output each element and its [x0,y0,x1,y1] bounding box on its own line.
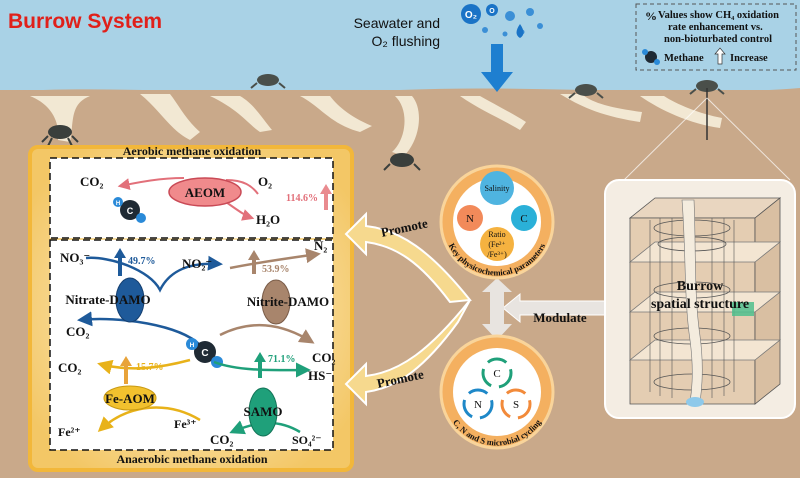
crab-2 [250,74,286,89]
feaom-fe2: Fe²⁺ [58,425,81,439]
o-bubble-label: O [489,8,495,15]
feaom-label: Fe-AOM [105,391,155,406]
aeom-methane-h: H [116,201,120,207]
nitrate-no3: NO₃⁻ [60,250,90,265]
feaom-co2-arc [97,358,191,375]
nitrate-damo-label: Nitrate-DAMO [65,292,150,307]
physchem-cycling-link [482,278,512,340]
nitrite-damo-label: Nitrite-DAMO [247,294,329,309]
samo-hs: HS⁻ [308,368,332,383]
feaom-node [103,385,157,411]
feaom-fe3: Fe³⁺ [174,417,197,431]
samo-increase-arrow-icon [254,352,266,378]
legend-line1: Values show CH₄ oxidation [658,10,779,21]
samo-label: SAMO [244,404,283,419]
surface-burrows [30,94,722,156]
aeom-h2o: H₂O [256,212,280,227]
samo-co2: CO₂ [210,432,234,447]
nitrite-no2: NO₂⁻ [182,256,212,271]
physchem-ratio-line3: /Fe³⁺) [487,250,507,259]
physchem-n: N [466,213,474,225]
samo-node [248,387,278,437]
aeom-percent: 114.6% [286,193,318,204]
nitrite-n2: N₂ [314,238,327,253]
legend-percent-symbol: % [645,9,657,23]
nitrite-increase-arrow-icon [248,250,260,274]
central-methane-c: C [201,348,208,359]
aeom-label: AEOM [185,185,225,200]
feaom-fe-arc [97,406,201,433]
nitrate-damo-node [115,277,145,323]
nitrate-co2: CO₂ [66,324,90,339]
aeom-o2: O₂ [258,174,272,189]
aeom-co2-arc [117,177,185,191]
nitrate-percent: 49.7% [128,256,156,267]
seawater-label-line1: Seawater and [354,15,440,31]
nitrite-co2-arc [219,323,315,344]
aeom-methane-c: C [127,206,134,216]
nitrite-n2-arc [229,248,321,270]
burrow-structure-line1: Burrow [677,279,724,294]
modulate-label: Modulate [533,310,587,325]
aeom-co2: CO₂ [80,174,104,189]
physchem-circle: Salinity N C Ratio (Fe²⁺ /Fe³⁺) Key phys… [439,164,555,280]
crab-4 [568,84,604,99]
nitrite-percent: 53.9% [262,264,290,275]
seawater-label-line2: O₂ flushing [372,33,440,49]
cycling-circle: C N S C, N and S microbial cycling [439,334,555,450]
physchem-ratio-line2: (Fe²⁺ [488,240,505,249]
crab-1 [41,125,79,147]
nitrite-damo-node [261,279,291,325]
seawater-down-arrow [481,44,513,92]
increase-arrow-icon [714,47,726,65]
sky [0,0,800,90]
aerobic-title: Aerobic methane oxidation [123,144,262,158]
samo-so4: SO₄²⁻ [292,433,322,447]
crab-5 [689,80,725,95]
physchem-salinity: Salinity [485,184,510,193]
modulate-arrow [502,292,611,324]
feaom-co2: CO₂ [58,360,82,375]
cycling-n: N [474,399,482,411]
samo-co2-right: CO₂ [312,350,336,365]
methane-icon [642,49,660,65]
o2-bubble-label: O₂ [465,10,477,21]
legend-box: % Values show CH₄ oxidation rate enhance… [635,3,797,71]
burrow-structure-illustration: Burrow spatial structure [604,88,796,419]
cycling-s: S [513,399,519,411]
nitrate-increase-arrow-icon [114,248,126,276]
physchem-ratio-line1: Ratio [488,230,505,239]
legend-methane: Methane [664,53,704,64]
o2-bubbles: O₂ O [461,4,543,38]
cycling-c: C [493,368,500,380]
feaom-increase-arrow-icon [120,356,132,384]
aeom-increase-arrow-icon [320,184,332,210]
aeom-node [168,177,242,207]
legend-increase: Increase [730,53,768,64]
physchem-c: C [520,213,527,225]
central-methane-h: H [190,342,195,349]
promote-arrow-bottom [344,299,471,407]
nitrate-no3-arc [85,255,223,293]
aeom-o2-arc [225,179,259,195]
samo-percent: 71.1% [268,354,296,365]
crab-3 [383,153,421,171]
burrow-structure-line2: spatial structure [651,297,749,312]
legend-line3: non-bioturbated control [664,34,772,45]
legend-line2: rate enhancement vs. [668,22,763,33]
aeom-h2o-arc [225,201,255,221]
promote-arrow-top [344,211,472,304]
aeom-methane-icon: C H [113,197,146,223]
diagram-title: Burrow System [8,10,162,33]
anaerobic-title: Anaerobic methane oxidation [116,452,267,466]
feaom-percent: 15.7% [136,362,164,373]
